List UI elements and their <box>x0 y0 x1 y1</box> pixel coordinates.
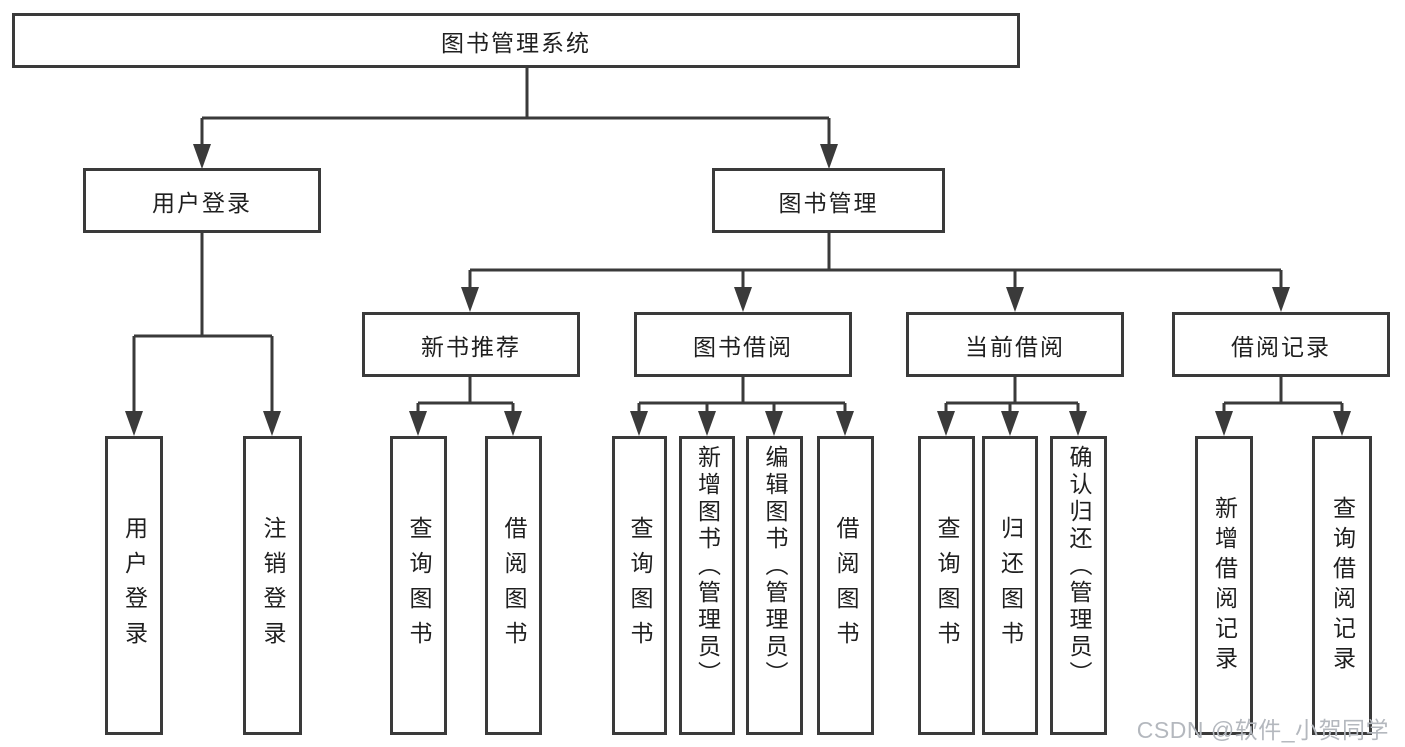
leaf-query-borrow-record: 查询借阅记录 <box>1312 436 1372 735</box>
node-label: 借阅记录 <box>1231 333 1331 360</box>
csdn-watermark: CSDN @软件_小贺同学 <box>1136 717 1389 743</box>
leaf-user-login: 用户登录 <box>105 436 163 735</box>
node-new-book-recommend: 新书推荐 <box>362 312 580 377</box>
node-book-borrow: 图书借阅 <box>634 312 852 377</box>
node-label: 查询借阅记录 <box>1329 495 1356 676</box>
leaf-edit-books-admin: 编辑图书（管理员） <box>746 436 803 735</box>
leaf-add-borrow-record: 新增借阅记录 <box>1195 436 1253 735</box>
node-borrow-records: 借阅记录 <box>1172 312 1390 377</box>
node-label: 确认归还（管理员） <box>1066 445 1092 688</box>
leaf-logout: 注销登录 <box>243 436 302 735</box>
node-label: 借阅图书 <box>501 515 527 656</box>
node-label: 新书推荐 <box>421 333 521 360</box>
node-library-management-system: 图书管理系统 <box>12 13 1020 68</box>
leaf-confirm-return-admin: 确认归还（管理员） <box>1050 436 1107 735</box>
node-label: 归还图书 <box>997 515 1024 656</box>
leaf-query-books-recommend: 查询图书 <box>390 436 447 735</box>
node-label: 借阅图书 <box>833 515 859 656</box>
leaf-borrow-books: 借阅图书 <box>817 436 874 735</box>
leaf-query-books-borrow: 查询图书 <box>612 436 667 735</box>
node-label: 查询图书 <box>627 515 653 656</box>
node-book-management: 图书管理 <box>712 168 945 233</box>
node-label: 图书管理 <box>778 189 879 216</box>
node-label: 编辑图书（管理员） <box>762 445 788 688</box>
node-current-borrow: 当前借阅 <box>906 312 1124 377</box>
node-label: 查询图书 <box>934 515 960 656</box>
node-label: 查询图书 <box>406 515 432 656</box>
node-label: 注销登录 <box>260 515 286 656</box>
leaf-borrow-books-recommend: 借阅图书 <box>485 436 542 735</box>
leaf-query-books-current: 查询图书 <box>918 436 975 735</box>
node-label: 图书管理系统 <box>441 29 591 56</box>
leaf-return-books: 归还图书 <box>982 436 1038 735</box>
node-label: 用户登录 <box>121 515 148 656</box>
node-label: 当前借阅 <box>965 333 1065 360</box>
leaf-add-books-admin: 新增图书（管理员） <box>679 436 735 735</box>
node-user-login: 用户登录 <box>83 168 321 233</box>
node-label: 图书借阅 <box>693 333 793 360</box>
node-label: 新增借阅记录 <box>1211 495 1238 676</box>
node-label: 用户登录 <box>152 189 252 216</box>
node-label: 新增图书（管理员） <box>694 445 721 688</box>
